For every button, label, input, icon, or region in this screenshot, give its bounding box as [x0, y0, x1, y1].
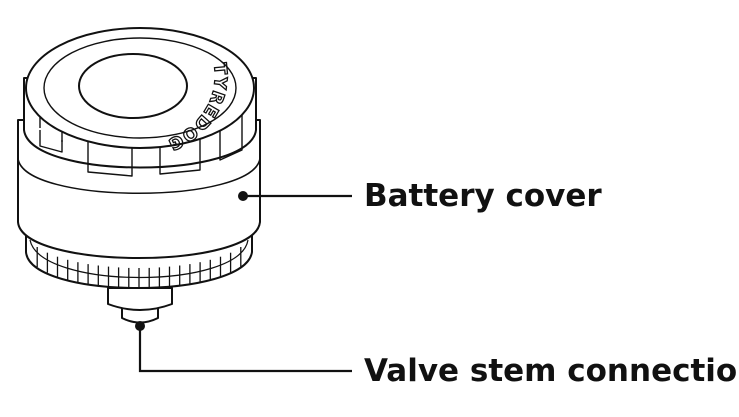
battery-cover-label: Battery cover [364, 178, 602, 214]
cap-center-window [78, 53, 188, 119]
battery-cover-leader [238, 191, 352, 201]
valve-stem-base [107, 287, 173, 324]
valve-stem-leader [135, 321, 352, 373]
valve-stem-label: Valve stem connection [364, 353, 739, 389]
cap-inner-ring [43, 37, 237, 139]
